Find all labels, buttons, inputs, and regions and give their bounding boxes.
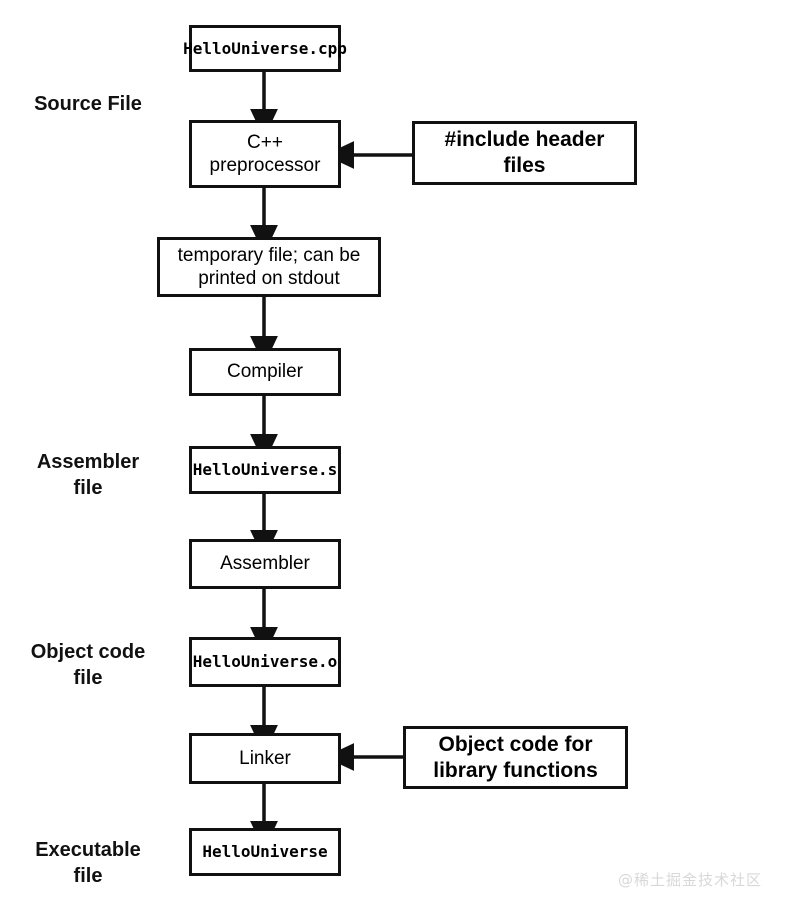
node-assembler-label: Assembler [220, 553, 310, 575]
node-include-header-files[interactable]: #include header files [412, 121, 637, 185]
node-object-code-library-label: Object code for library functions [433, 732, 598, 782]
stage-label-executable-file: Executable file [35, 839, 141, 887]
watermark: @稀土掘金技术社区 [618, 871, 763, 889]
node-object-code-library[interactable]: Object code for library functions [403, 726, 628, 789]
node-hellouniverse-exe-label: HelloUniverse [202, 842, 328, 862]
node-linker-label: Linker [239, 747, 291, 769]
stage-label-object-code-file: Object code file [30, 641, 146, 689]
stage-label-source-file: Source File [34, 93, 142, 115]
node-hellouniverse-o[interactable]: HelloUniverse.o [189, 637, 341, 687]
node-include-header-files-label: #include header files [444, 128, 605, 177]
node-cpp-preprocessor-label: C++ preprocessor [209, 131, 321, 176]
node-hellouniverse-s[interactable]: HelloUniverse.s [189, 446, 341, 494]
node-linker[interactable]: Linker [189, 733, 341, 784]
node-cpp-preprocessor[interactable]: C++ preprocessor [189, 120, 341, 188]
node-hellouniverse-exe[interactable]: HelloUniverse [189, 828, 341, 876]
node-temporary-file-label: temporary file; can be printed on stdout [177, 244, 361, 289]
node-hellouniverse-cpp-label: HelloUniverse.cpp [183, 38, 347, 58]
node-hellouniverse-cpp[interactable]: HelloUniverse.cpp [183, 25, 347, 72]
stage-label-assembler-file: Assembler file [36, 451, 140, 499]
node-temporary-file[interactable]: temporary file; can be printed on stdout [157, 237, 381, 297]
node-compiler-label: Compiler [226, 361, 304, 383]
node-hellouniverse-s-label: HelloUniverse.s [192, 460, 338, 480]
node-compiler[interactable]: Compiler [189, 348, 341, 396]
node-assembler[interactable]: Assembler [189, 539, 341, 589]
node-hellouniverse-o-label: HelloUniverse.o [192, 652, 338, 672]
